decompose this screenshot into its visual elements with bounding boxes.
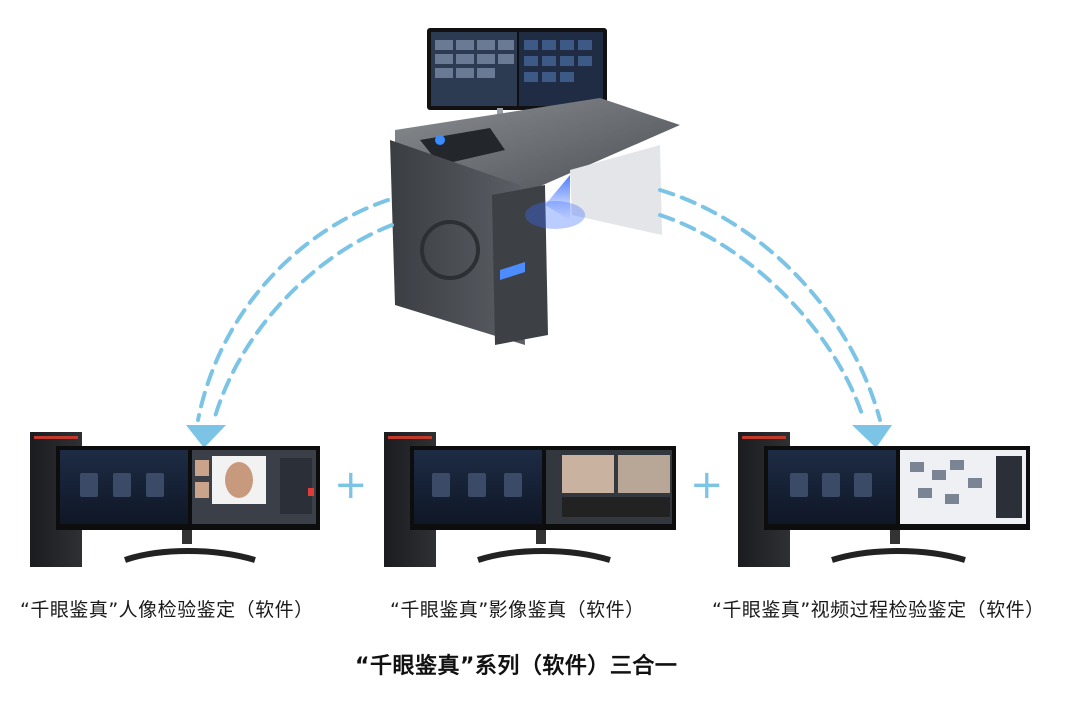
plus-sign-1: + [334,462,368,508]
caption-video: “千眼鉴真”视频过程检验鉴定（软件） [712,599,1045,621]
caption-portrait: “千眼鉴真”人像检验鉴定（软件） [20,599,314,621]
arrow-right-outer [658,188,882,422]
workstation-portrait [30,432,320,567]
arrow-left-inner [212,223,394,422]
caption-image: “千眼鉴真”影像鉴真（软件） [390,599,645,621]
arrow-right-head [852,425,892,448]
plus-sign-2: + [690,462,724,508]
page-title: “千眼鉴真”系列（软件）三合一 [355,654,678,679]
arrow-right-inner [658,213,866,422]
console-monitors [427,28,607,122]
flow-arrows [196,188,882,422]
arrow-left-outer [196,198,390,422]
workstation-image [384,432,676,567]
command-console [390,28,680,345]
arrow-left-head [186,425,226,448]
workstation-video [738,432,1030,567]
